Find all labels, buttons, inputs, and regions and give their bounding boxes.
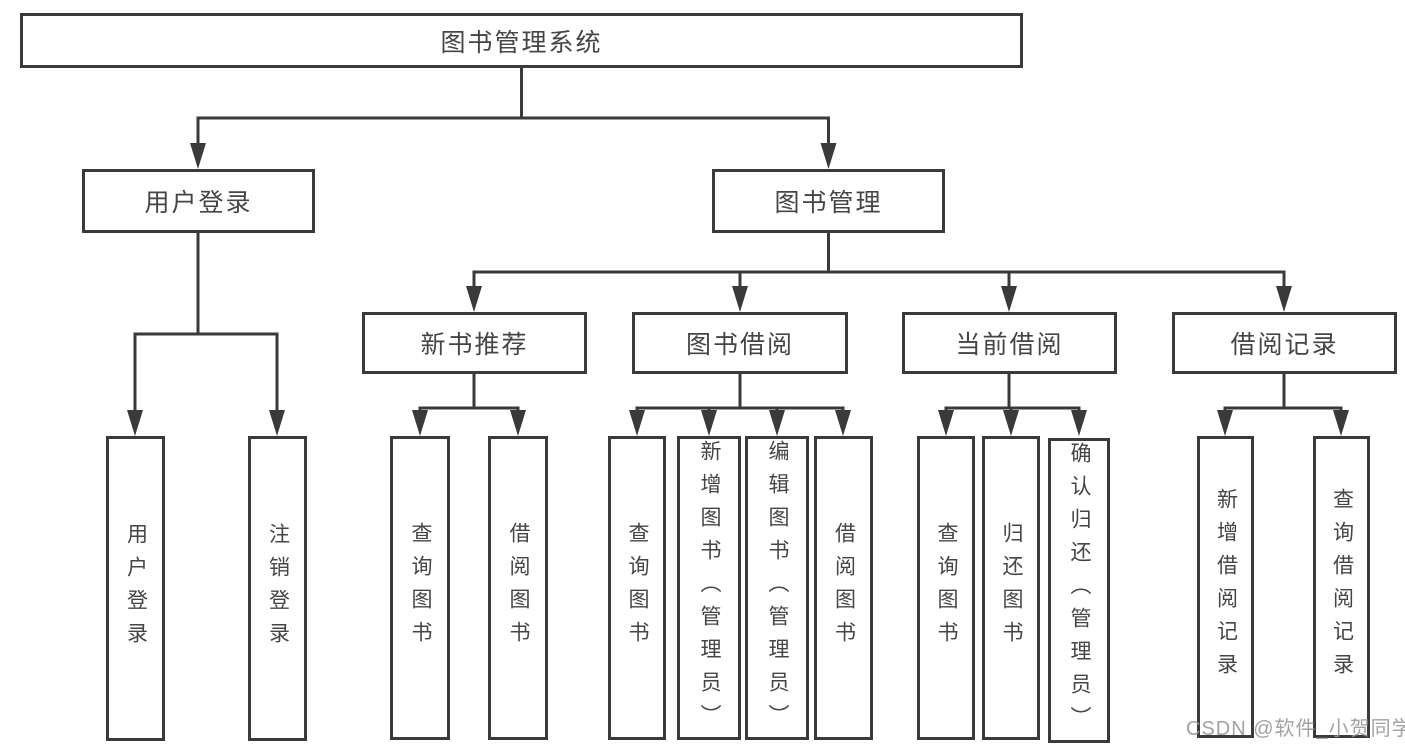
arrowhead <box>835 410 851 436</box>
arrowhead <box>1003 410 1019 436</box>
arrowhead <box>820 143 837 169</box>
node-new-book-recommend: 新书推荐 <box>362 312 587 374</box>
connector-recommend-to-leaves <box>418 374 520 418</box>
arrowhead <box>938 410 954 436</box>
node-borrowing-records: 借阅记录 <box>1172 312 1397 374</box>
node-query-books-recommend: 查询图书 <box>390 436 450 740</box>
arrowhead <box>1217 410 1233 436</box>
arrowhead <box>629 410 645 436</box>
node-library-management-system: 图书管理系统 <box>20 13 1023 68</box>
node-book-management: 图书管理 <box>712 169 945 233</box>
arrowhead <box>510 410 526 436</box>
connector-bookmgmt-to-level3 <box>472 233 1286 294</box>
node-add-borrow-record: 新增借阅记录 <box>1197 436 1254 738</box>
node-borrow-books: 借阅图书 <box>814 436 873 740</box>
arrowhead <box>190 143 206 169</box>
connector-records-to-leaves <box>1223 374 1343 418</box>
connector-borrowing-to-leaves <box>635 374 845 418</box>
arrowhead <box>1276 286 1292 312</box>
node-query-books-borrowing: 查询图书 <box>608 436 666 740</box>
connector-root-to-level2 <box>196 68 830 152</box>
arrowhead <box>769 410 785 436</box>
arrowhead <box>269 410 285 436</box>
arrowhead <box>732 286 748 312</box>
node-query-books-current: 查询图书 <box>917 436 975 740</box>
arrowhead <box>412 410 428 436</box>
arrowhead <box>127 410 143 436</box>
arrowhead <box>1333 410 1349 436</box>
connector-userlogin-to-leaves <box>133 233 279 418</box>
node-add-book-admin: 新增图书（管理员） <box>677 436 741 740</box>
arrowhead <box>1001 286 1017 312</box>
node-borrow-books-recommend: 借阅图书 <box>488 436 548 740</box>
node-current-borrowing: 当前借阅 <box>902 312 1117 374</box>
node-query-borrow-record: 查询借阅记录 <box>1313 436 1370 738</box>
node-confirm-return-admin: 确认归还（管理员） <box>1048 438 1110 743</box>
node-user-login: 用户登录 <box>82 169 315 233</box>
node-edit-book-admin: 编辑图书（管理员） <box>745 436 809 740</box>
arrowheads <box>127 143 1349 436</box>
node-return-books: 归还图书 <box>982 436 1040 740</box>
watermark: CSDN @软件_小贺同学 <box>1186 718 1405 740</box>
arrowhead <box>1071 410 1087 436</box>
arrowhead <box>701 410 717 436</box>
node-logout-login: 注销登录 <box>248 436 307 741</box>
node-user-login-leaf: 用户登录 <box>106 436 165 741</box>
node-book-borrowing: 图书借阅 <box>632 312 848 374</box>
arrowhead <box>466 286 482 312</box>
